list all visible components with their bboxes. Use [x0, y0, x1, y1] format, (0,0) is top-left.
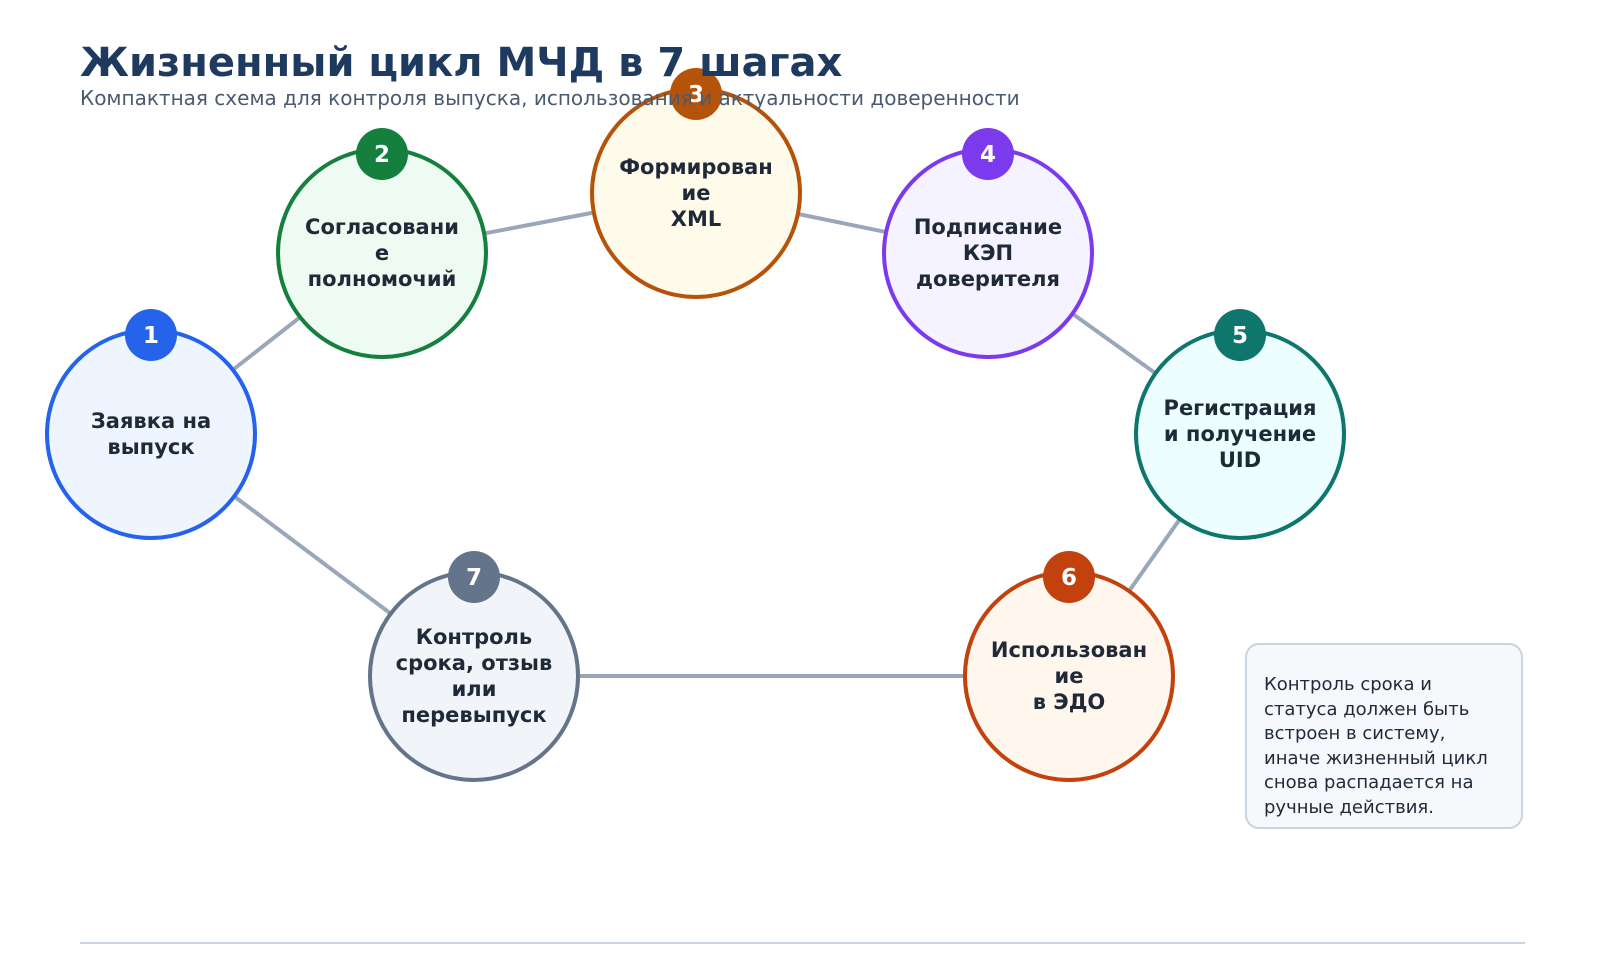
note-line-3: встроен в систему, — [1264, 723, 1446, 744]
step-circle-7 — [368, 570, 580, 782]
note-box: Контроль срока и статуса должен быть встро… — [1245, 643, 1523, 829]
step-label-7-line-3: или — [452, 677, 497, 701]
step-circle-1 — [45, 328, 257, 540]
step-label-4-line-1: Подписание — [914, 215, 1062, 239]
step-badge-2 — [356, 128, 408, 180]
step-number-7: 7 — [466, 565, 482, 591]
step-label-2-line-3: полномочий — [308, 267, 457, 291]
step-label-3-line-1: Формирован — [619, 155, 773, 179]
step-label-7-line-4: перевыпуск — [401, 703, 546, 727]
note-line-1: Контроль срока и — [1264, 674, 1432, 695]
step-label-6-line-3: в ЭДО — [1033, 690, 1106, 714]
note-line-6: ручные действия. — [1264, 796, 1434, 818]
page-title: Жизненный цикл МЧД в 7 шагах — [80, 40, 843, 86]
step-number-5: 5 — [1232, 323, 1248, 349]
step-number-1: 1 — [143, 323, 159, 349]
bottom-divider — [80, 942, 1525, 944]
step-number-4: 4 — [980, 142, 996, 168]
note-line-2: статуса должен быть — [1264, 698, 1470, 720]
step-label-4-line-3: доверителя — [916, 267, 1060, 291]
step-badge-6 — [1043, 551, 1095, 603]
step-badge-4 — [962, 128, 1014, 180]
note-line-4: иначе жизненный цикл — [1264, 747, 1488, 769]
step-badge-3 — [670, 68, 722, 120]
step-label-3-line-2: ие — [682, 181, 711, 205]
step-label-5-line-1: Регистрация — [1164, 396, 1317, 420]
step-label-1-line-2: выпуск — [107, 435, 194, 459]
step-label-1-line-1: Заявка на — [91, 409, 211, 433]
step-label-2-line-1: Согласовани — [305, 215, 459, 239]
step-label-3-line-3: XML — [671, 207, 721, 231]
page-subtitle: Компактная схема для контроля выпуска, и… — [80, 86, 1020, 110]
step-number-2: 2 — [374, 142, 390, 168]
step-badge-7 — [448, 551, 500, 603]
step-label-7-line-1: Контроль — [416, 625, 532, 649]
note-text: Контроль срока и статуса должен быть встро… — [1264, 673, 1505, 820]
step-badge-1 — [125, 309, 177, 361]
step-number-3: 3 — [688, 82, 704, 108]
step-label-6-line-1: Использован — [991, 638, 1147, 662]
step-badge-5 — [1214, 309, 1266, 361]
step-label-5-line-2: и получение — [1164, 422, 1316, 446]
step-label-5-line-3: UID — [1219, 448, 1261, 472]
step-label-7-line-2: срока, отзыв — [396, 651, 553, 675]
step-label-2-line-2: е — [375, 241, 389, 265]
step-number-6: 6 — [1061, 565, 1077, 591]
step-label-4-line-2: КЭП — [963, 241, 1013, 265]
step-label-6-line-2: ие — [1055, 664, 1084, 688]
note-line-5: снова распадается на — [1264, 772, 1474, 793]
